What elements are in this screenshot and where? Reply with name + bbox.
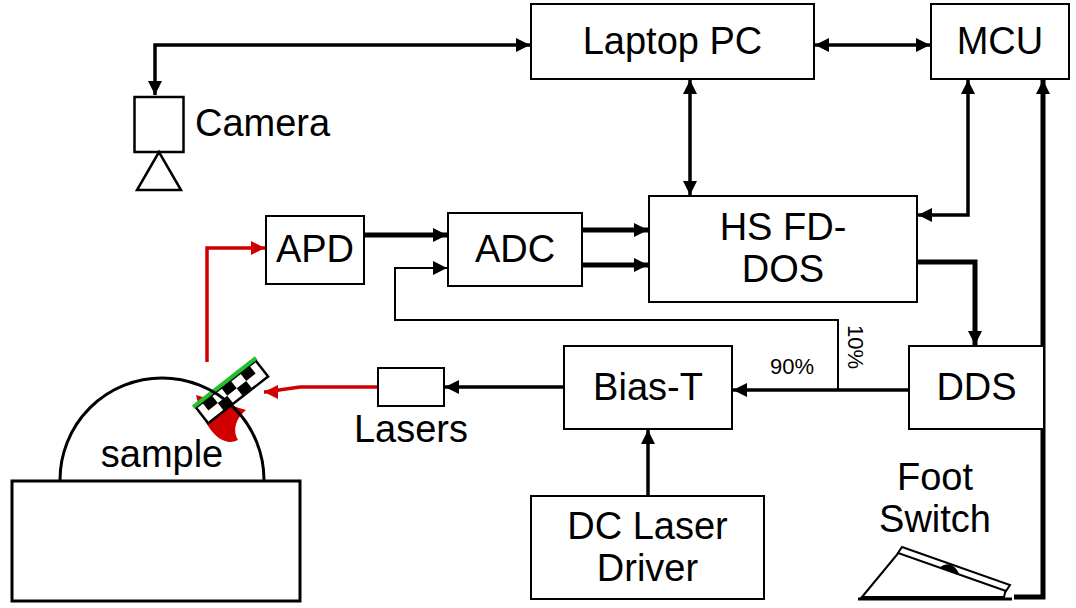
process-box: APD xyxy=(265,215,365,285)
node-label: Bias-T xyxy=(593,367,703,409)
camera-icon xyxy=(133,95,185,192)
device-node: sample xyxy=(60,362,264,480)
node-label: Laptop PC xyxy=(583,21,763,63)
process-box: Laptop PC xyxy=(530,3,815,80)
light-path-arrow xyxy=(264,387,377,392)
split-ratio: 10% xyxy=(842,323,868,371)
node-label: DDS xyxy=(936,367,1016,409)
node-label: APD xyxy=(276,229,354,271)
signal-arrow xyxy=(918,262,975,345)
device-node: Camera xyxy=(133,95,185,192)
dome-outline xyxy=(60,378,264,480)
signal-arrow xyxy=(583,263,648,268)
process-box: HS FD-DOS xyxy=(648,195,918,303)
node-label: MCU xyxy=(957,21,1044,63)
node-label: sample xyxy=(101,434,224,476)
node-label: DC Laser Driver xyxy=(548,506,748,590)
node-label: Lasers xyxy=(354,409,468,451)
signal-arrow xyxy=(646,430,650,495)
process-box: Bias-T xyxy=(563,345,733,430)
signal-arrow xyxy=(365,233,447,238)
probe xyxy=(193,358,270,425)
device-node: Lasers xyxy=(377,367,445,407)
signal-arrow xyxy=(1014,80,1043,597)
switch-hinge xyxy=(940,564,960,575)
signal-arrow xyxy=(155,45,530,95)
signal-arrow xyxy=(445,385,563,389)
camera-stand xyxy=(137,152,181,190)
camera-body xyxy=(135,97,184,152)
node-label: ADC xyxy=(475,229,555,271)
split-ratio: 90% xyxy=(768,354,816,380)
process-box: ADC xyxy=(447,212,583,287)
switch-pedal xyxy=(898,547,1010,591)
node-label: Foot Switch xyxy=(855,457,1015,541)
signal-arrow xyxy=(918,80,968,215)
foot-switch-icon xyxy=(856,545,1014,603)
process-box: MCU xyxy=(930,3,1070,80)
node-label: Camera xyxy=(195,103,330,145)
process-box: DDS xyxy=(908,345,1045,430)
process-box: DC Laser Driver xyxy=(530,495,765,600)
signal-arrow xyxy=(583,228,648,233)
signal-arrow xyxy=(688,80,692,195)
node-label: HS FD-DOS xyxy=(693,207,873,291)
device-node: Foot Switch xyxy=(856,545,1014,603)
light-path-arrow xyxy=(207,248,265,362)
signal-arrow xyxy=(815,43,930,47)
sample-stage xyxy=(12,481,300,601)
